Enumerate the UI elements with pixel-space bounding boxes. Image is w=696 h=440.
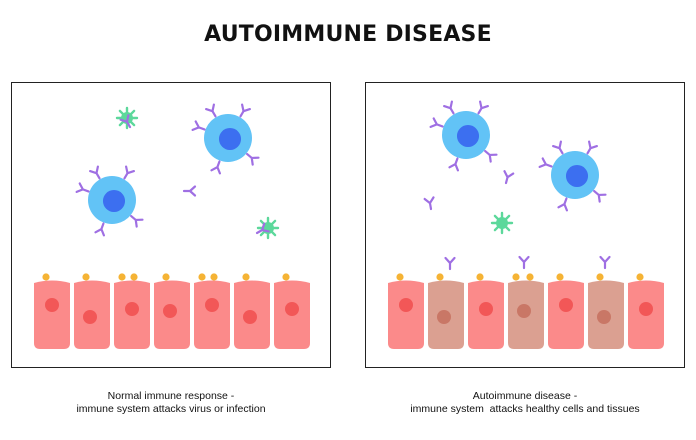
tissue-cell-icon [154, 273, 190, 349]
autoimmune-caption: Autoimmune disease - immune system attac… [360, 390, 690, 416]
antibody-icon [255, 222, 270, 235]
tissue-cell-icon [114, 273, 150, 349]
tissue-cell-icon [34, 273, 70, 349]
tissue-cell-icon [274, 273, 310, 349]
antibody-icon [444, 256, 456, 271]
diagram-title: AUTOIMMUNE DISEASE [204, 22, 492, 47]
receptor-dot [42, 273, 50, 281]
tissue-layer [388, 273, 664, 349]
tissue-cell-icon [234, 273, 270, 349]
tissue-cell-icon [628, 273, 664, 349]
antibody-icon [518, 255, 530, 270]
virus-icon [256, 216, 280, 240]
tissue-cell-icon [468, 273, 504, 349]
immune-cell-icon [429, 100, 498, 172]
receptor-dot [282, 273, 290, 281]
receptor-dot [396, 273, 404, 281]
tissue-cell-icon [428, 273, 464, 349]
receptor-dot [526, 273, 534, 281]
immune-cell-icon [75, 165, 144, 237]
immune-cell-icon [538, 140, 607, 212]
antibody-icon [599, 255, 611, 270]
immune-cell-icon [191, 103, 260, 175]
tissue-layer [34, 273, 310, 349]
receptor-dot [162, 273, 170, 281]
receptor-dot [198, 273, 206, 281]
receptor-dot [436, 273, 444, 281]
receptor-dot [596, 273, 604, 281]
antibody-icon [423, 196, 435, 211]
antibody-icon [182, 185, 197, 197]
receptor-dot [512, 273, 520, 281]
receptor-dot [476, 273, 484, 281]
receptor-dot [556, 273, 564, 281]
caption-line: immune system attacks healthy cells and … [410, 403, 640, 415]
tissue-cell-icon [74, 273, 110, 349]
receptor-dot [242, 273, 250, 281]
caption-line: immune system attacks virus or infection [76, 403, 266, 415]
receptor-dot [636, 273, 644, 281]
autoimmune-illustration [388, 100, 664, 349]
normal-response-illustration [34, 103, 310, 349]
tissue-cell-icon [548, 273, 584, 349]
tissue-cell-icon [388, 273, 424, 349]
receptor-dot [82, 273, 90, 281]
antibody-icon [119, 114, 132, 129]
receptor-dot [130, 273, 138, 281]
virus-icon [490, 211, 514, 235]
tissue-cell-icon [508, 273, 544, 349]
receptor-dot [118, 273, 126, 281]
antibody-icon [503, 170, 515, 185]
normal-response-panel [11, 82, 331, 368]
autoimmune-panel [365, 82, 685, 368]
receptor-dot [210, 273, 218, 281]
normal-response-caption: Normal immune response - immune system a… [6, 390, 336, 416]
caption-line: Autoimmune disease - [472, 390, 578, 402]
tissue-cell-icon [588, 273, 624, 349]
caption-line: Normal immune response - [107, 390, 235, 402]
tissue-cell-icon [194, 273, 230, 349]
